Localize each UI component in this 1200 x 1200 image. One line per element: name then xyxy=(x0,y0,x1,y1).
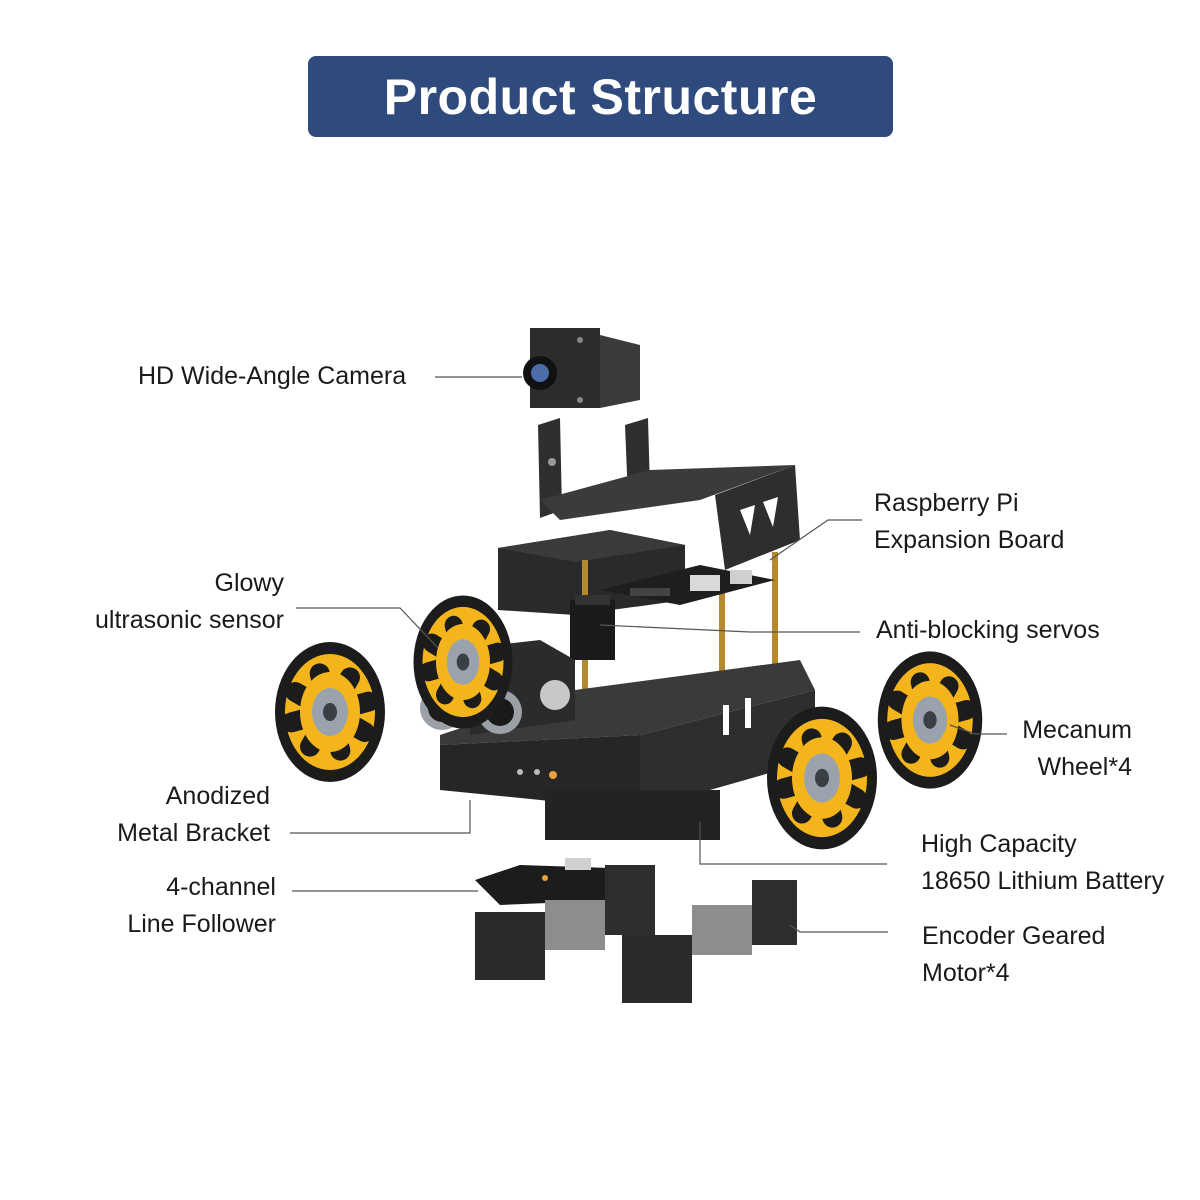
encoder-motors xyxy=(475,865,797,1003)
page-title: Product Structure xyxy=(383,68,818,125)
leader-lines xyxy=(290,376,1007,933)
bracket-label: Anodized Metal Bracket xyxy=(117,782,270,847)
camera-label: HD Wide-Angle Camera xyxy=(138,362,407,390)
mecanum-label: Mecanum Wheel*4 xyxy=(1022,716,1132,781)
camera-part xyxy=(523,328,640,408)
servos-label: Anti-blocking servos xyxy=(876,616,1100,644)
battery-label: High Capacity 18650 Lithium Battery xyxy=(921,830,1165,895)
servo-part xyxy=(570,595,615,660)
line-follower-part xyxy=(475,858,640,905)
title-banner: Product Structure xyxy=(308,56,893,137)
motor-label: Encoder Geared Motor*4 xyxy=(922,922,1106,987)
expansion-board-part xyxy=(600,565,775,605)
expansion-board-label: Raspberry Pi Expansion Board xyxy=(874,489,1065,554)
ultrasonic-label: Glowy ultrasonic sensor xyxy=(95,569,284,634)
line-follower-label: 4-channel Line Follower xyxy=(127,873,276,938)
camera-mount xyxy=(538,418,800,570)
